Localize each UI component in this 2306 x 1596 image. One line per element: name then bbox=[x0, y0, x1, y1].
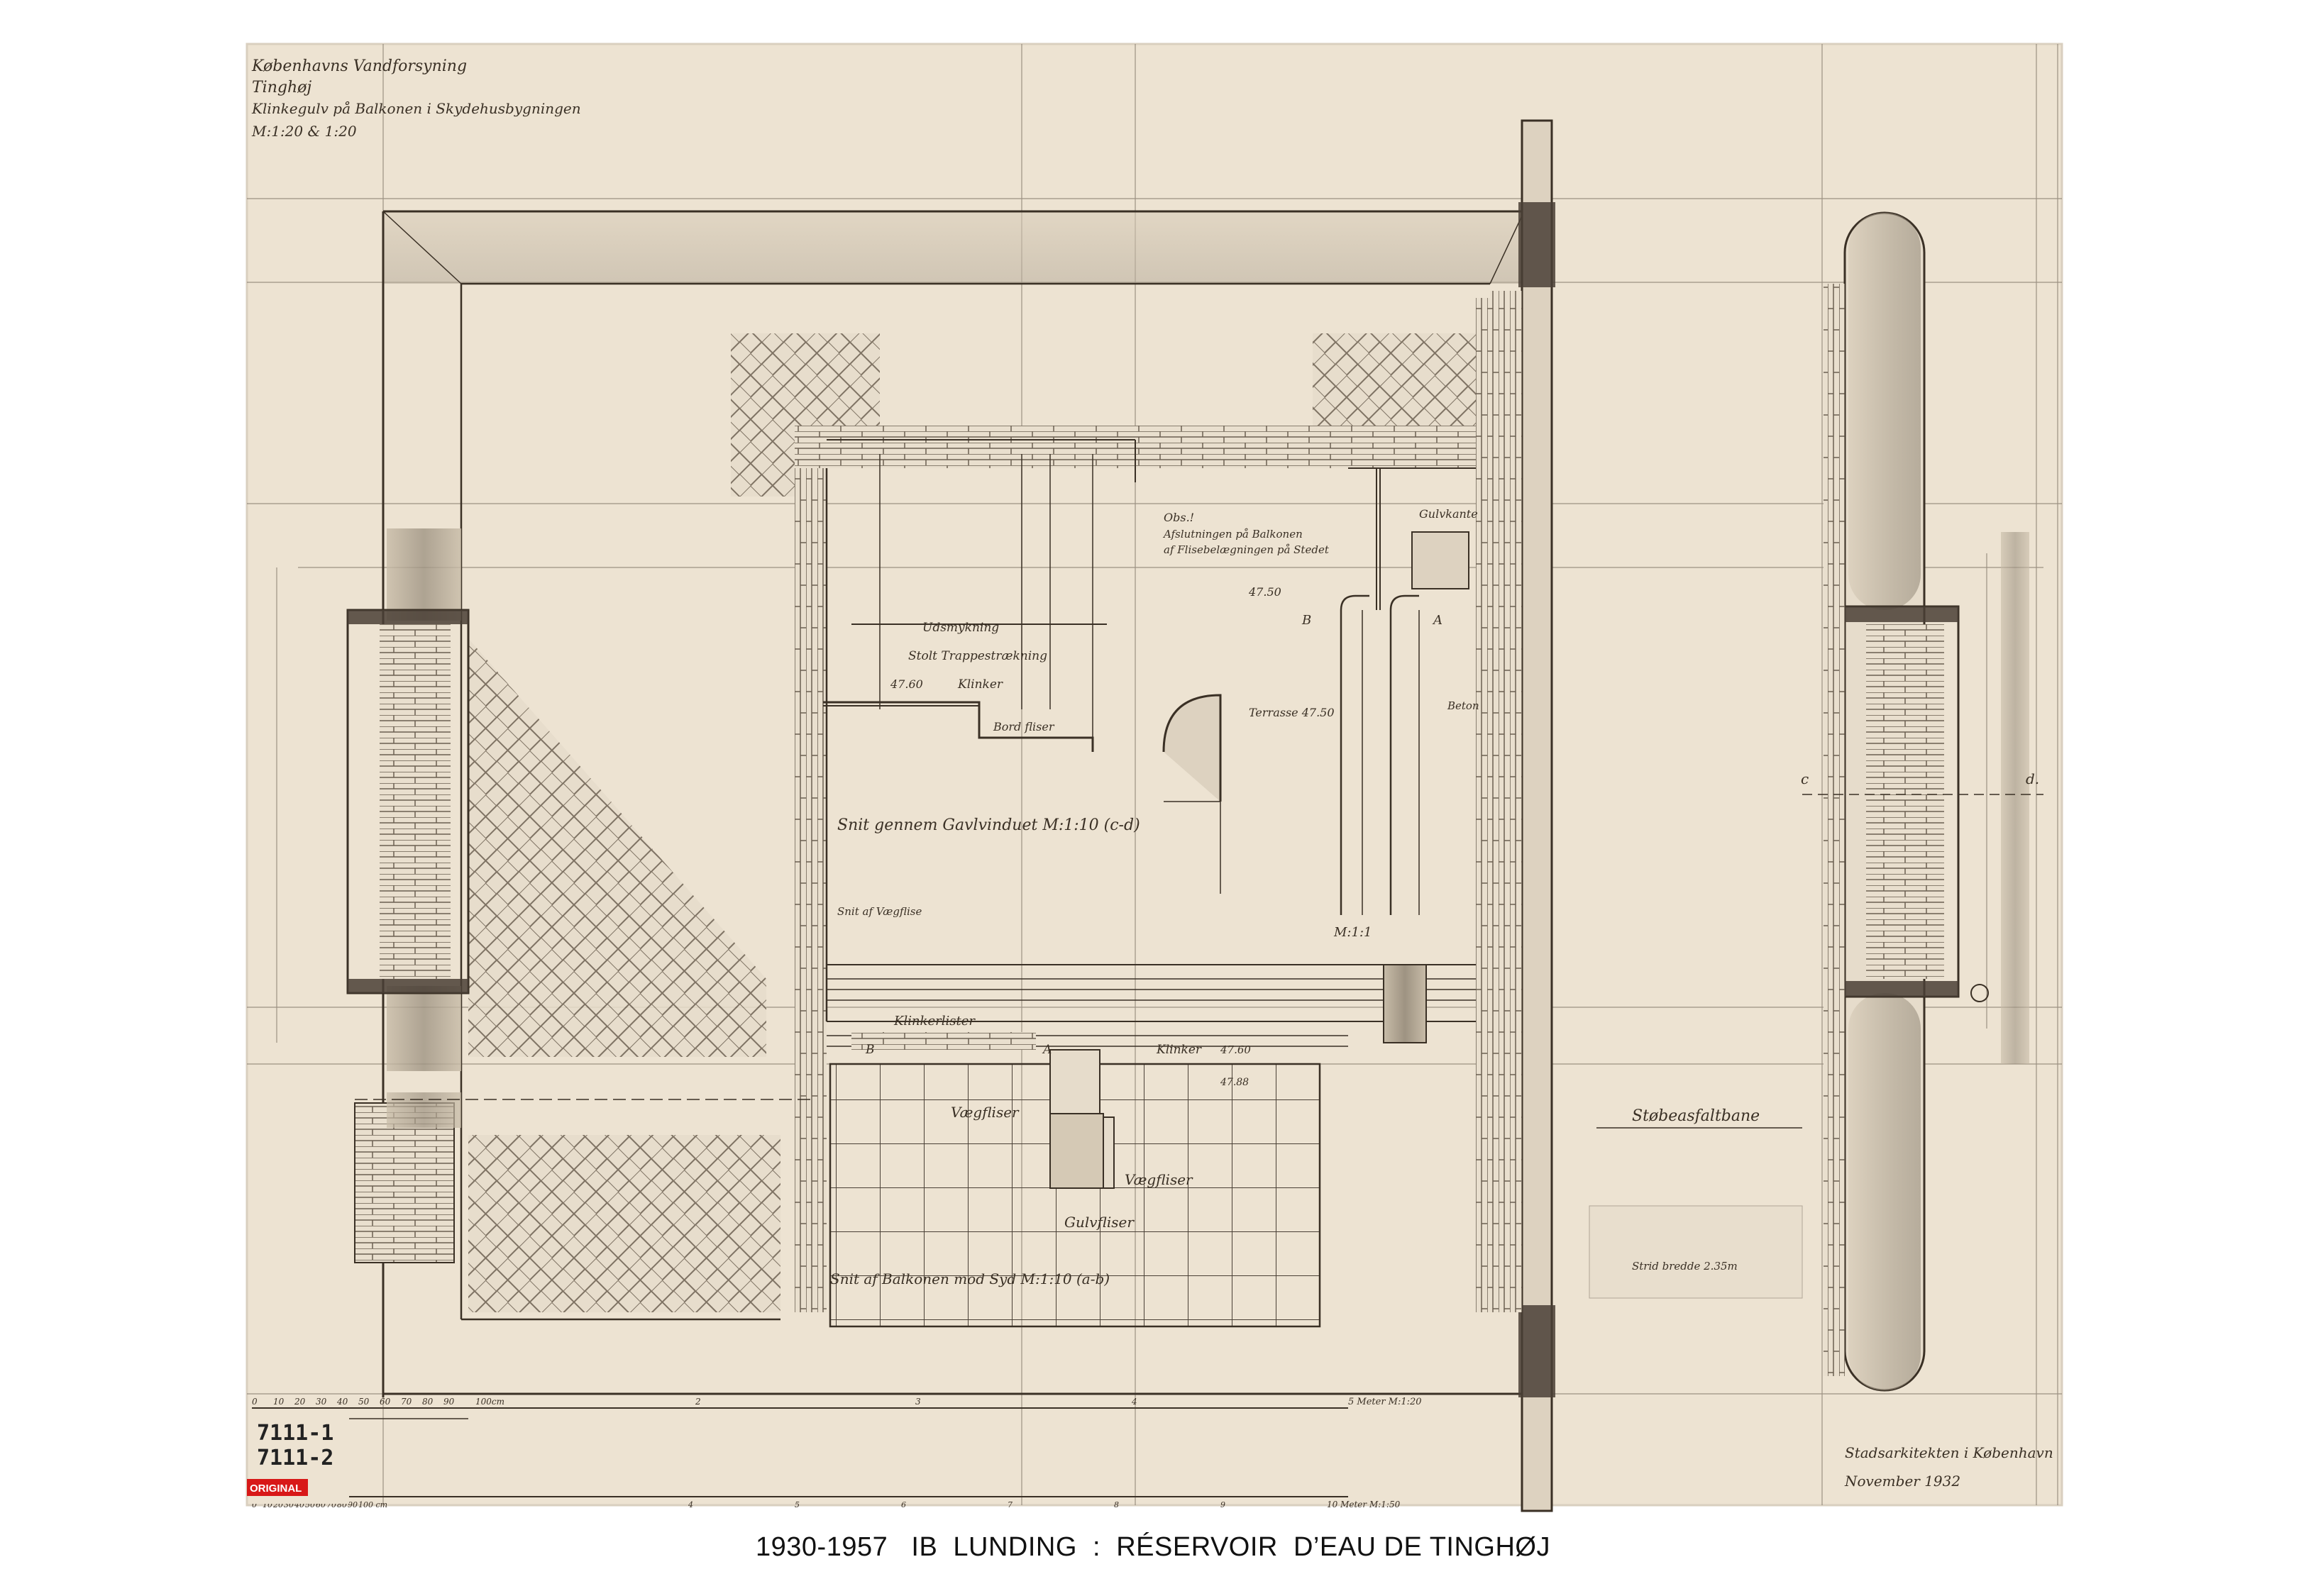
svg-text:3: 3 bbox=[915, 1397, 921, 1407]
svg-text:90: 90 bbox=[443, 1397, 455, 1407]
label-gulvkant: Gulvkante bbox=[1419, 507, 1478, 521]
svg-text:0: 0 bbox=[252, 1397, 258, 1407]
label-snit-vaegflise: Snit af Vægflise bbox=[837, 905, 922, 918]
svg-text:ORIGINAL: ORIGINAL bbox=[250, 1483, 302, 1495]
signature-line-1: Stadsarkitekten i København bbox=[1845, 1444, 2053, 1461]
mark-b-upper: B bbox=[1301, 613, 1311, 628]
right-column bbox=[1589, 211, 2043, 1392]
herringbone-paving bbox=[468, 333, 1483, 1312]
svg-text:60: 60 bbox=[380, 1397, 391, 1407]
svg-text:90: 90 bbox=[348, 1500, 358, 1509]
level-4788: 47.88 bbox=[1220, 1077, 1249, 1088]
svg-text:50: 50 bbox=[358, 1397, 370, 1407]
label-beton: Beton bbox=[1447, 699, 1479, 712]
svg-text:80: 80 bbox=[422, 1397, 434, 1407]
svg-text:9: 9 bbox=[1220, 1500, 1225, 1509]
note-line-2: Afslutningen på Balkonen bbox=[1162, 528, 1303, 541]
title-line-4: M:1:20 & 1:20 bbox=[251, 123, 357, 140]
label-udsmykning: Udsmykning bbox=[922, 621, 999, 635]
svg-text:30: 30 bbox=[316, 1397, 327, 1407]
stamp-code-2: 7111-2 bbox=[257, 1446, 333, 1470]
label-scale-mi: M:1:1 bbox=[1333, 925, 1372, 940]
section-ab-title: Snit af Balkonen mod Syd M:1:10 (a-b) bbox=[830, 1270, 1110, 1287]
section-cd-title: Snit gennem Gavlvinduet M:1:10 (c-d) bbox=[837, 816, 1140, 834]
annotations: Obs.! Afslutningen på Balkonen af Fliseb… bbox=[830, 507, 2039, 1287]
svg-text:70: 70 bbox=[401, 1397, 412, 1407]
svg-text:5: 5 bbox=[795, 1500, 800, 1509]
original-badge bbox=[247, 1479, 308, 1496]
floor-tiles bbox=[829, 1032, 1321, 1328]
label-stolt-trappe: Stolt Trappestrækning bbox=[908, 649, 1047, 663]
svg-text:10: 10 bbox=[273, 1397, 285, 1407]
left-window bbox=[346, 528, 470, 1071]
scale-top-end: 5 Meter M:1:20 bbox=[1348, 1397, 1422, 1407]
central-wall bbox=[1490, 119, 1555, 1512]
outer-wall bbox=[382, 210, 1525, 1397]
title-block: Københavns Vandforsyning Tinghøj Klinkeg… bbox=[251, 57, 581, 140]
label-strid: Strid bredde 2.35m bbox=[1632, 1260, 1738, 1273]
mark-c: c bbox=[1801, 770, 1809, 787]
title-line-3: Klinkegulv på Balkonen i Skydehusbygning… bbox=[251, 100, 581, 117]
svg-text:100 cm: 100 cm bbox=[358, 1500, 387, 1509]
section-details bbox=[823, 454, 1476, 1047]
label-klinkerlister: Klinkerlister bbox=[893, 1014, 976, 1029]
title-line-1: Københavns Vandforsyning bbox=[251, 57, 467, 75]
svg-text:20: 20 bbox=[294, 1397, 306, 1407]
label-gulvfliser: Gulvfliser bbox=[1064, 1214, 1135, 1231]
signature-block: Stadsarkitekten i København November 193… bbox=[1844, 1444, 2053, 1490]
label-bord-fliser: Bord fliser bbox=[993, 720, 1055, 733]
svg-text:7: 7 bbox=[1008, 1500, 1013, 1509]
svg-text:4: 4 bbox=[688, 1500, 693, 1509]
svg-text:2: 2 bbox=[695, 1397, 701, 1407]
stamp-code-1: 7111-1 bbox=[257, 1421, 333, 1446]
level-4760-b: 47.60 bbox=[1220, 1043, 1251, 1056]
signature-line-2: November 1932 bbox=[1844, 1473, 1960, 1490]
mark-a-lower: A bbox=[1042, 1043, 1052, 1057]
note-line-3: af Flisebelægningen på Stedet bbox=[1164, 543, 1330, 556]
level-4760: 47.60 bbox=[890, 677, 923, 691]
label-stobeasfalt: Støbeasfaltbane bbox=[1632, 1107, 1760, 1125]
label-vaegfliser-2: Vægfliser bbox=[1125, 1171, 1193, 1188]
svg-text:0: 0 bbox=[252, 1500, 257, 1509]
svg-text:100cm: 100cm bbox=[475, 1397, 504, 1407]
svg-text:6: 6 bbox=[901, 1500, 906, 1509]
scale-bar-top: 0 10 20 30 40 50 60 70 80 90 100cm 2 3 4… bbox=[252, 1397, 1422, 1419]
note-obs: Obs.! bbox=[1164, 511, 1194, 524]
mark-d: d. bbox=[2026, 770, 2039, 787]
lower-left-bricks bbox=[354, 1102, 455, 1263]
svg-text:40: 40 bbox=[336, 1397, 348, 1407]
label-klinker: Klinker bbox=[957, 677, 1003, 692]
archive-stamp: 7111-1 7111-2 ORIGINAL bbox=[247, 1412, 349, 1504]
scale-bottom-end: 10 Meter M:1:50 bbox=[1327, 1500, 1401, 1509]
page-caption: 1930-1957 IB LUNDING : RÉSERVOIR D’EAU D… bbox=[756, 1532, 1550, 1562]
svg-text:4: 4 bbox=[1131, 1397, 1137, 1407]
level-4750: 47.50 bbox=[1248, 585, 1281, 599]
mark-a-upper: A bbox=[1432, 613, 1442, 628]
label-terrace: Terrasse 47.50 bbox=[1249, 706, 1335, 719]
label-vaegfliser: Vægfliser bbox=[951, 1104, 1020, 1121]
mark-b-lower: B bbox=[865, 1043, 875, 1057]
svg-text:8: 8 bbox=[1114, 1500, 1119, 1509]
label-klinker-2: Klinker bbox=[1156, 1043, 1202, 1057]
title-line-2: Tinghøj bbox=[252, 79, 311, 96]
